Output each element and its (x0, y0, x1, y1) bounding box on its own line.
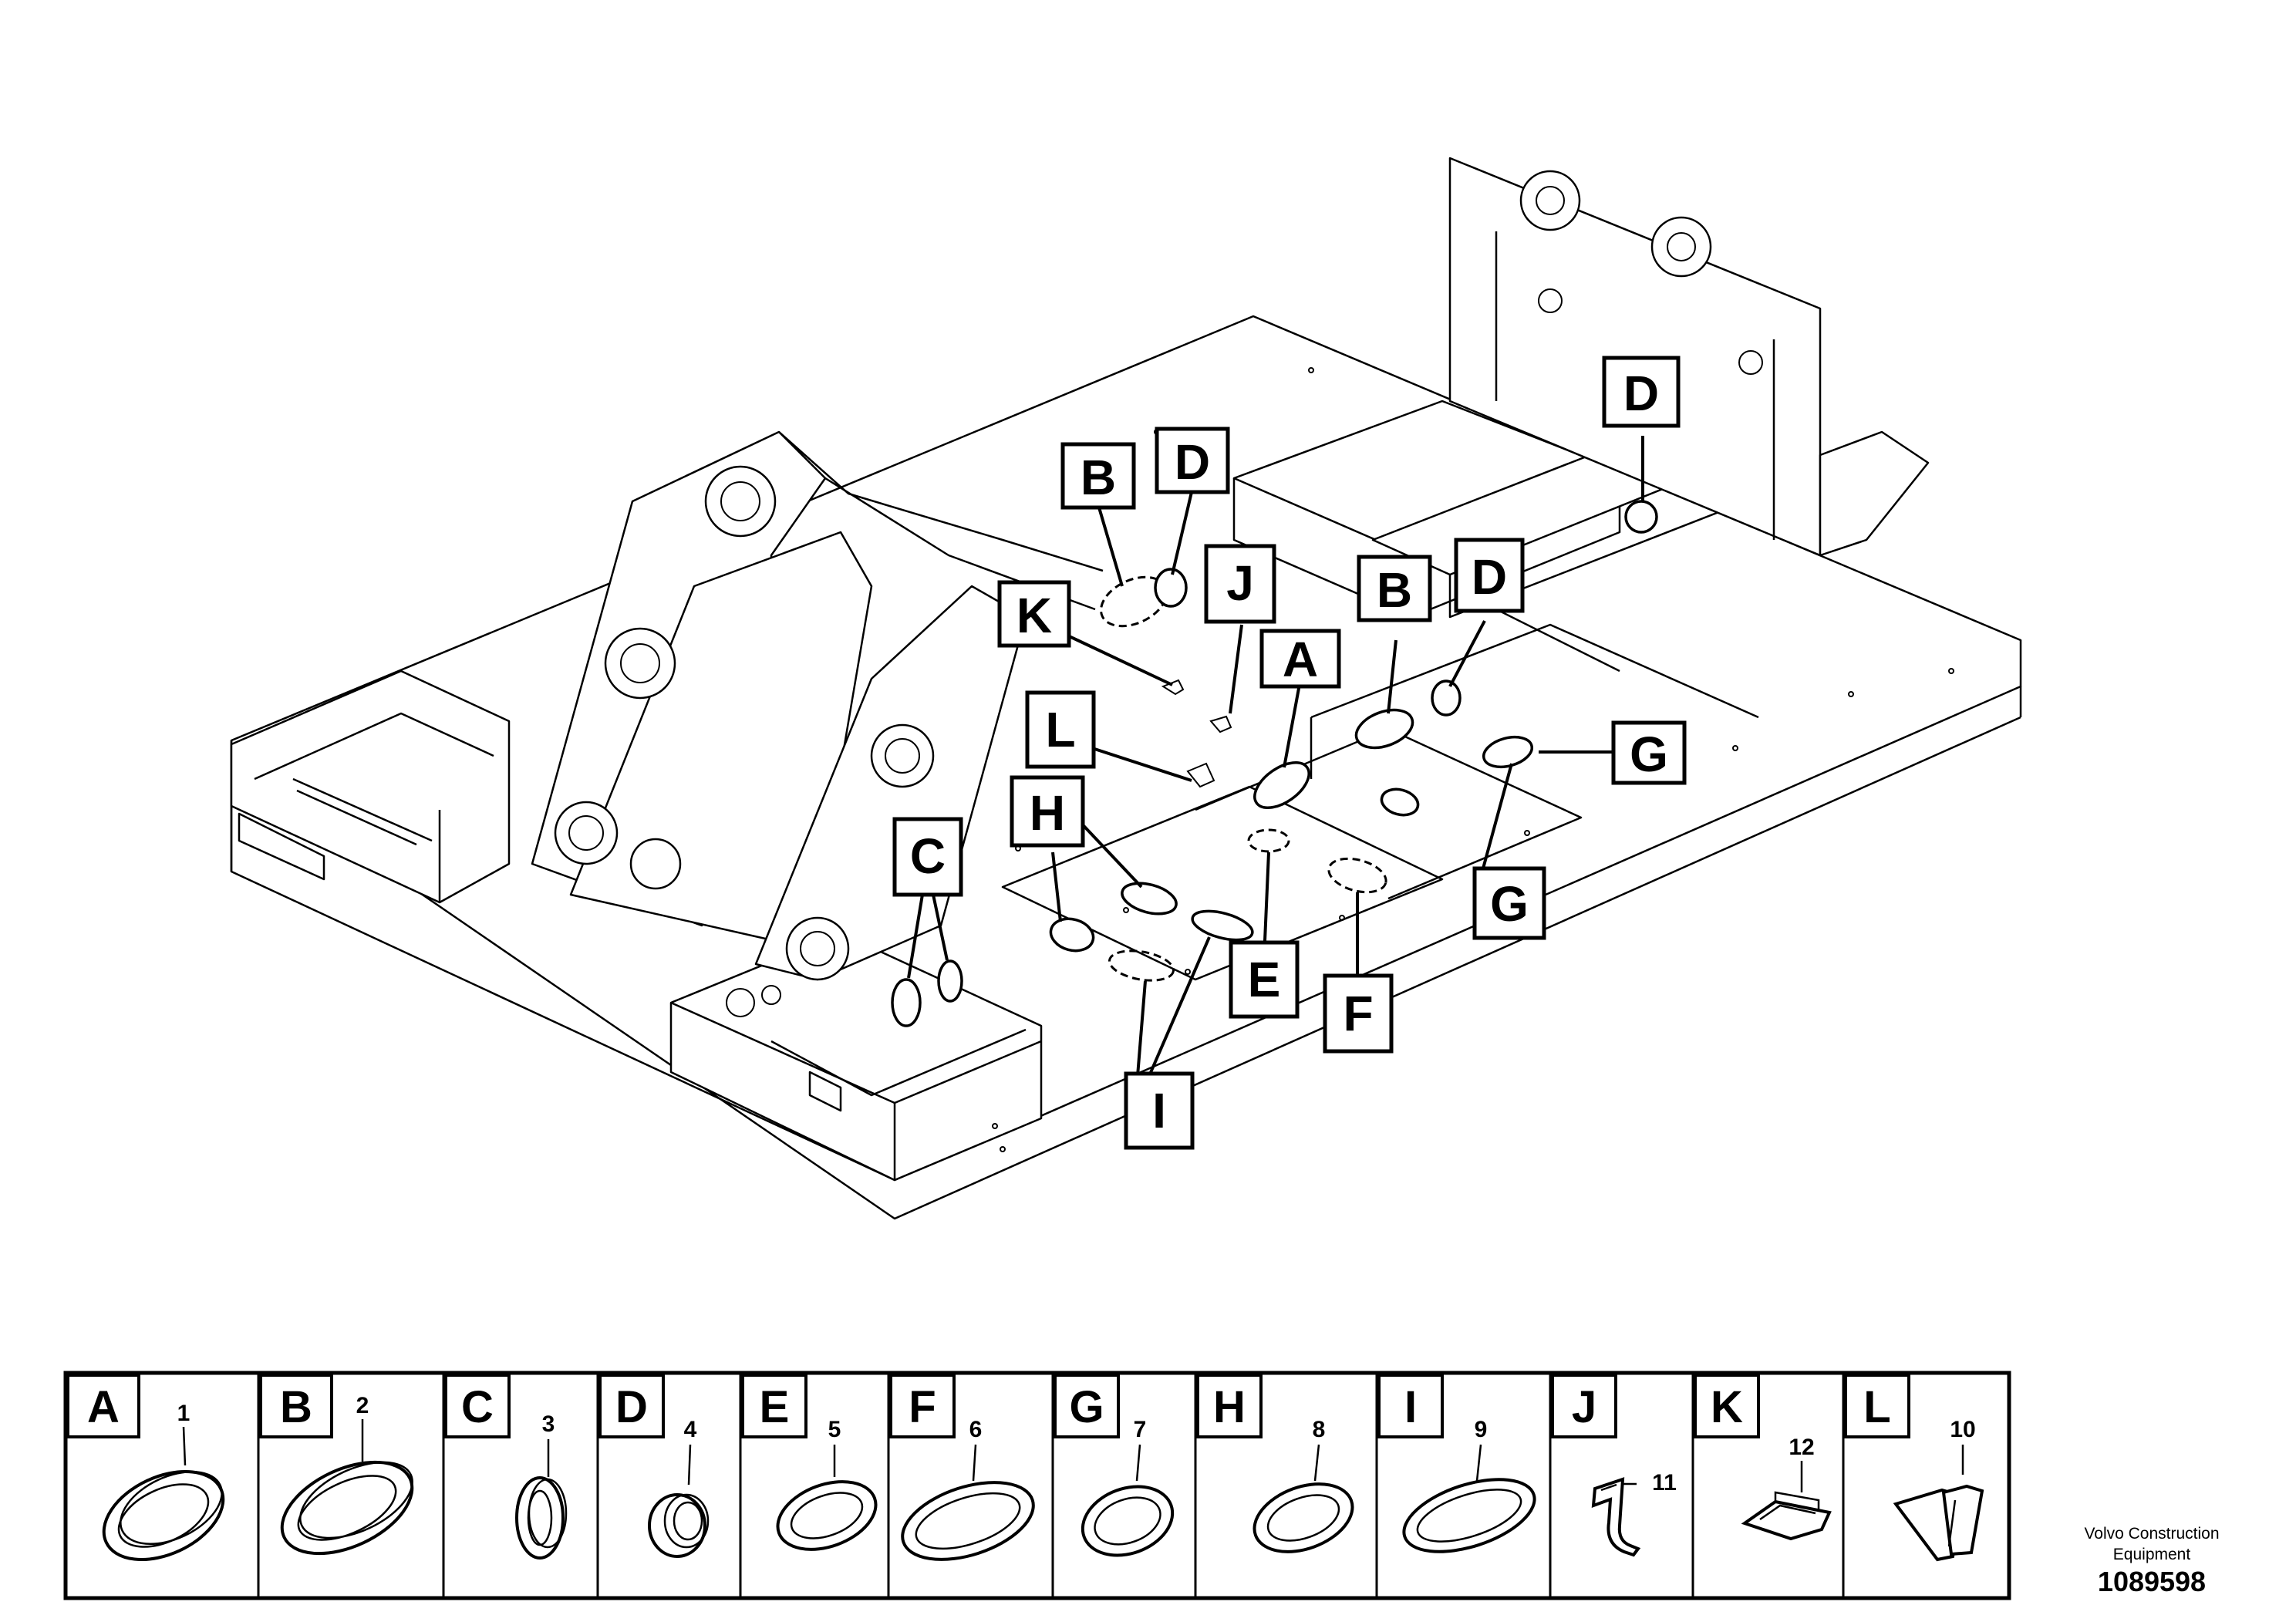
callout-D-left-label: D (1175, 434, 1210, 490)
callout-G-upper-label: G (1630, 727, 1668, 782)
callout-E-label: E (1248, 952, 1281, 1007)
document-number: 1089598 (2097, 1566, 2207, 1597)
long-oval-grommet-icon (901, 1481, 1035, 1561)
legend-letter-A: A (87, 1382, 120, 1432)
frame-grommets (891, 500, 1658, 1027)
oval-grommet-icon (102, 1469, 225, 1562)
legend-cell-B: B 2 (259, 1374, 414, 1556)
callout-I: I (1124, 1071, 1195, 1150)
legend-cell-K: K 12 (1694, 1374, 1832, 1541)
callout-B-left-label: B (1081, 450, 1116, 505)
callout-D-mid: D (1454, 538, 1525, 613)
narrow-grommet-icon (515, 1476, 568, 1560)
legend-cell-G: G 7 (1054, 1374, 1175, 1557)
callout-F: F (1323, 973, 1394, 1054)
legend-cell-E: E 5 (741, 1374, 878, 1551)
callout-G-lower-label: G (1490, 876, 1529, 932)
callout-H: H (1010, 775, 1085, 848)
callout-C-label: C (910, 828, 946, 884)
legend-part-6: 6 (969, 1417, 983, 1442)
oval-grommet-icon (1253, 1482, 1354, 1553)
legend-letter-C: C (461, 1382, 494, 1432)
legend-part-11: 11 (1652, 1470, 1677, 1496)
legend-letter-L: L (1863, 1382, 1890, 1432)
callout-G-upper: G (1611, 720, 1687, 785)
legend-cell-F: F 6 (889, 1374, 1035, 1561)
parts-legend-table: A 1 B 2 C 3 (63, 1371, 2011, 1600)
callout-B-left: B (1060, 442, 1136, 510)
legend-cell-J: J 11 (1551, 1374, 1677, 1557)
legend-cell-H: H 8 (1196, 1374, 1354, 1553)
callout-J-label: J (1226, 555, 1254, 611)
callout-K-label: K (1017, 588, 1052, 643)
legend-part-1: 1 (177, 1401, 190, 1426)
legend-letter-I: I (1404, 1382, 1417, 1432)
leader-lines (907, 436, 1644, 1077)
callout-H-label: H (1030, 785, 1065, 841)
legend-letter-H: H (1213, 1382, 1246, 1432)
legend-cell-D: D 4 (598, 1374, 710, 1558)
company-name: Volvo Construction Equipment (2084, 1525, 2220, 1563)
legend-part-10: 10 (1950, 1417, 1975, 1442)
callout-E: E (1229, 940, 1300, 1019)
legend-cell-L: L 10 (1844, 1374, 1984, 1562)
bracket-clip-icon (1741, 1491, 1832, 1541)
legend-letter-J: J (1572, 1382, 1596, 1432)
callout-A: A (1259, 629, 1341, 689)
callout-F-label: F (1343, 986, 1373, 1041)
legend-part-12: 12 (1789, 1435, 1814, 1460)
callout-D-mid-label: D (1472, 549, 1507, 605)
callout-L: L (1025, 690, 1096, 769)
legend-letter-B: B (280, 1382, 312, 1432)
oval-grommet-icon (776, 1480, 878, 1551)
legend-part-8: 8 (1313, 1417, 1326, 1442)
legend-letter-D: D (615, 1382, 648, 1432)
legend-part-4: 4 (684, 1417, 697, 1442)
upper-frame-drawing (230, 157, 2022, 1220)
legend-part-3: 3 (542, 1411, 555, 1437)
callout-G-lower: G (1472, 866, 1546, 940)
legend-letter-K: K (1711, 1382, 1743, 1432)
edge-clip-icon (1893, 1484, 1984, 1562)
callout-B-right: B (1357, 555, 1432, 622)
hose-clip-icon (1591, 1477, 1641, 1557)
legend-letter-G: G (1069, 1382, 1104, 1432)
legend-letter-E: E (760, 1382, 790, 1432)
legend-part-5: 5 (828, 1417, 841, 1442)
legend-part-2: 2 (356, 1393, 369, 1418)
callout-D-right: D (1602, 356, 1681, 428)
callout-L-label: L (1045, 702, 1075, 757)
callout-D-left: D (1155, 427, 1230, 494)
callout-C: C (892, 817, 963, 897)
callout-A-label: A (1283, 632, 1318, 687)
legend-cell-C: C 3 (444, 1374, 568, 1560)
callout-J: J (1204, 544, 1276, 624)
oval-grommet-icon (280, 1460, 414, 1556)
callout-D-right-label: D (1623, 366, 1659, 421)
callout-B-right-label: B (1377, 562, 1412, 618)
callout-I-label: I (1152, 1083, 1166, 1138)
oval-grommet-icon (1081, 1485, 1175, 1557)
callout-K: K (997, 580, 1071, 648)
legend-letter-F: F (909, 1382, 936, 1432)
round-grommet-icon (648, 1493, 710, 1558)
legend-cell-A: A 1 (66, 1374, 225, 1562)
long-oval-grommet-icon (1402, 1478, 1536, 1553)
legend-part-7: 7 (1134, 1417, 1147, 1442)
legend-cell-I: I 9 (1377, 1374, 1536, 1553)
legend-part-9: 9 (1475, 1417, 1488, 1442)
